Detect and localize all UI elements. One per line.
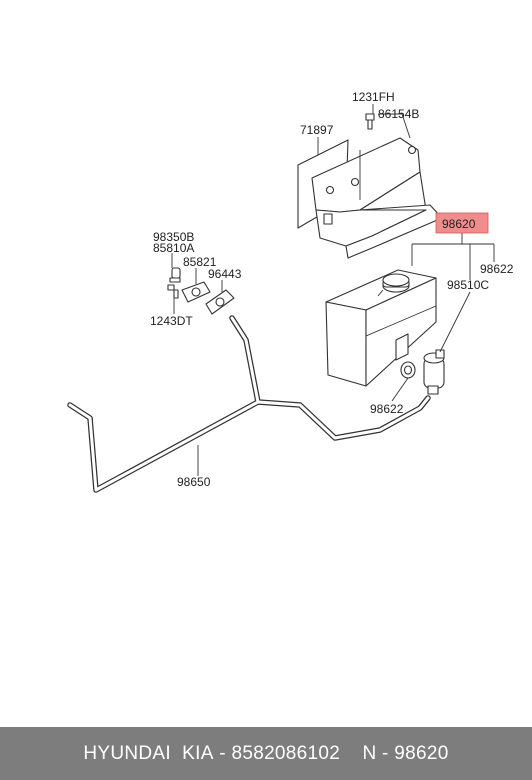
washer-hose xyxy=(67,315,431,493)
parts-diagram: 1231FH 86154B 71897 98620 98622 98510C 9… xyxy=(67,90,514,493)
leader-lines xyxy=(171,104,495,476)
footer-brand: HYUNDAI KIA xyxy=(83,742,214,764)
label-71897: 71897 xyxy=(300,123,334,137)
washer-reservoir xyxy=(325,269,437,387)
washer-pump xyxy=(423,349,445,395)
footer-part-number: 8582086102 xyxy=(231,742,341,764)
label-98350B: 98350B xyxy=(153,230,194,244)
label-98622-bottom: 98622 xyxy=(370,402,404,416)
grommet-98622 xyxy=(400,361,416,379)
footer-separator: - xyxy=(213,742,232,764)
footer-ref-number: 98620 xyxy=(394,742,449,764)
label-86154B: 86154B xyxy=(378,107,419,121)
label-1231FH: 1231FH xyxy=(352,90,395,104)
label-96443: 96443 xyxy=(208,267,242,281)
label-98510C: 98510C xyxy=(447,278,489,292)
footer-bar: HYUNDAI KIA - 8582086102 N - 98620 xyxy=(0,727,532,780)
highlight-box xyxy=(435,212,489,234)
label-85821: 85821 xyxy=(183,255,217,269)
reservoir-bracket xyxy=(311,137,443,259)
footer-separator-ref: N - xyxy=(340,742,395,764)
nozzle-fittings xyxy=(167,267,235,315)
label-85810A: 85810A xyxy=(153,241,194,255)
label-98650: 98650 xyxy=(177,475,211,489)
bolt-1231FH xyxy=(365,113,375,130)
label-98620: 98620 xyxy=(442,217,476,231)
label-98622-top: 98622 xyxy=(480,262,514,276)
label-1243DT: 1243DT xyxy=(150,314,193,328)
